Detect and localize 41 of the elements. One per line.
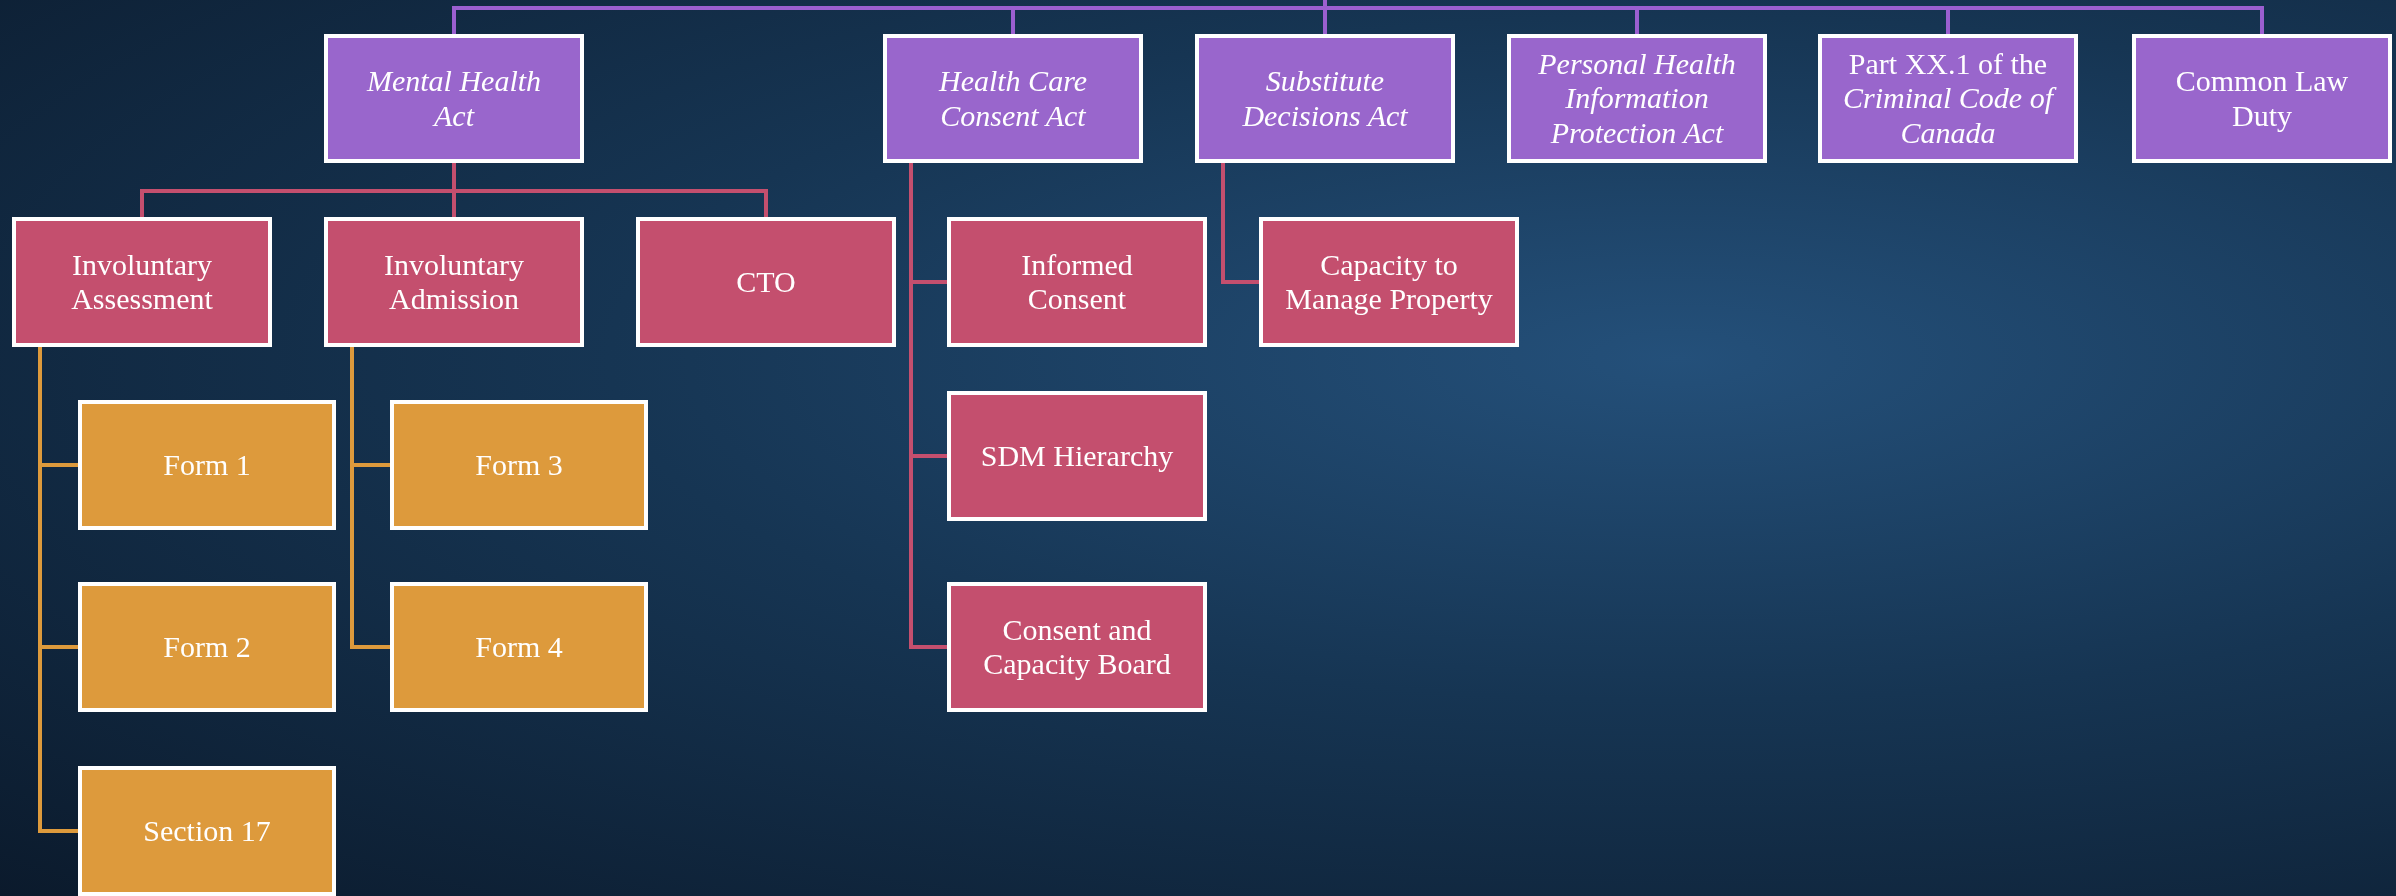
box-label: Capacity to Manage Property	[1284, 247, 1494, 317]
org-box	[324, 217, 584, 347]
org-box	[636, 217, 896, 347]
connector-line	[1221, 163, 1259, 284]
org-box	[78, 400, 336, 530]
box-label: Involuntary Admission	[383, 247, 525, 317]
connector-line	[38, 347, 78, 833]
box-label: Substitute Decisions Act	[1241, 64, 1409, 133]
box-label: Section 17	[143, 813, 271, 849]
org-box	[324, 34, 584, 163]
connector-line	[452, 163, 768, 217]
org-box	[947, 217, 1207, 347]
connector-line	[350, 347, 390, 649]
box-label: Informed Consent	[1020, 247, 1134, 317]
box-label: Involuntary Assessment	[70, 247, 214, 317]
org-box	[390, 582, 648, 712]
org-box	[12, 217, 272, 347]
box-label: Common Law Duty	[2174, 64, 2350, 133]
box-label: Health Care Consent Act	[937, 64, 1088, 133]
box-label: Form 3	[475, 447, 563, 483]
org-box	[947, 391, 1207, 521]
org-box	[78, 766, 336, 896]
org-box	[390, 400, 648, 530]
box-label: CTO	[736, 264, 796, 300]
box-label: Personal Health Information Protection Act	[1537, 46, 1737, 151]
connector-line	[1323, 0, 2264, 34]
org-box	[78, 582, 336, 712]
org-box	[1818, 34, 2078, 163]
box-label: Form 2	[163, 629, 251, 665]
box-label: Mental Health Act	[365, 64, 543, 133]
org-box	[1507, 34, 1767, 163]
org-box	[883, 34, 1143, 163]
box-label: SDM Hierarchy	[980, 438, 1174, 474]
box-label: Consent and Capacity Board	[982, 612, 1172, 682]
connector-line	[909, 163, 947, 649]
org-box	[947, 582, 1207, 712]
org-box	[2132, 34, 2392, 163]
org-box	[1259, 217, 1519, 347]
box-label: Form 4	[475, 629, 563, 665]
box-label: Form 1	[163, 447, 251, 483]
org-box	[1195, 34, 1455, 163]
